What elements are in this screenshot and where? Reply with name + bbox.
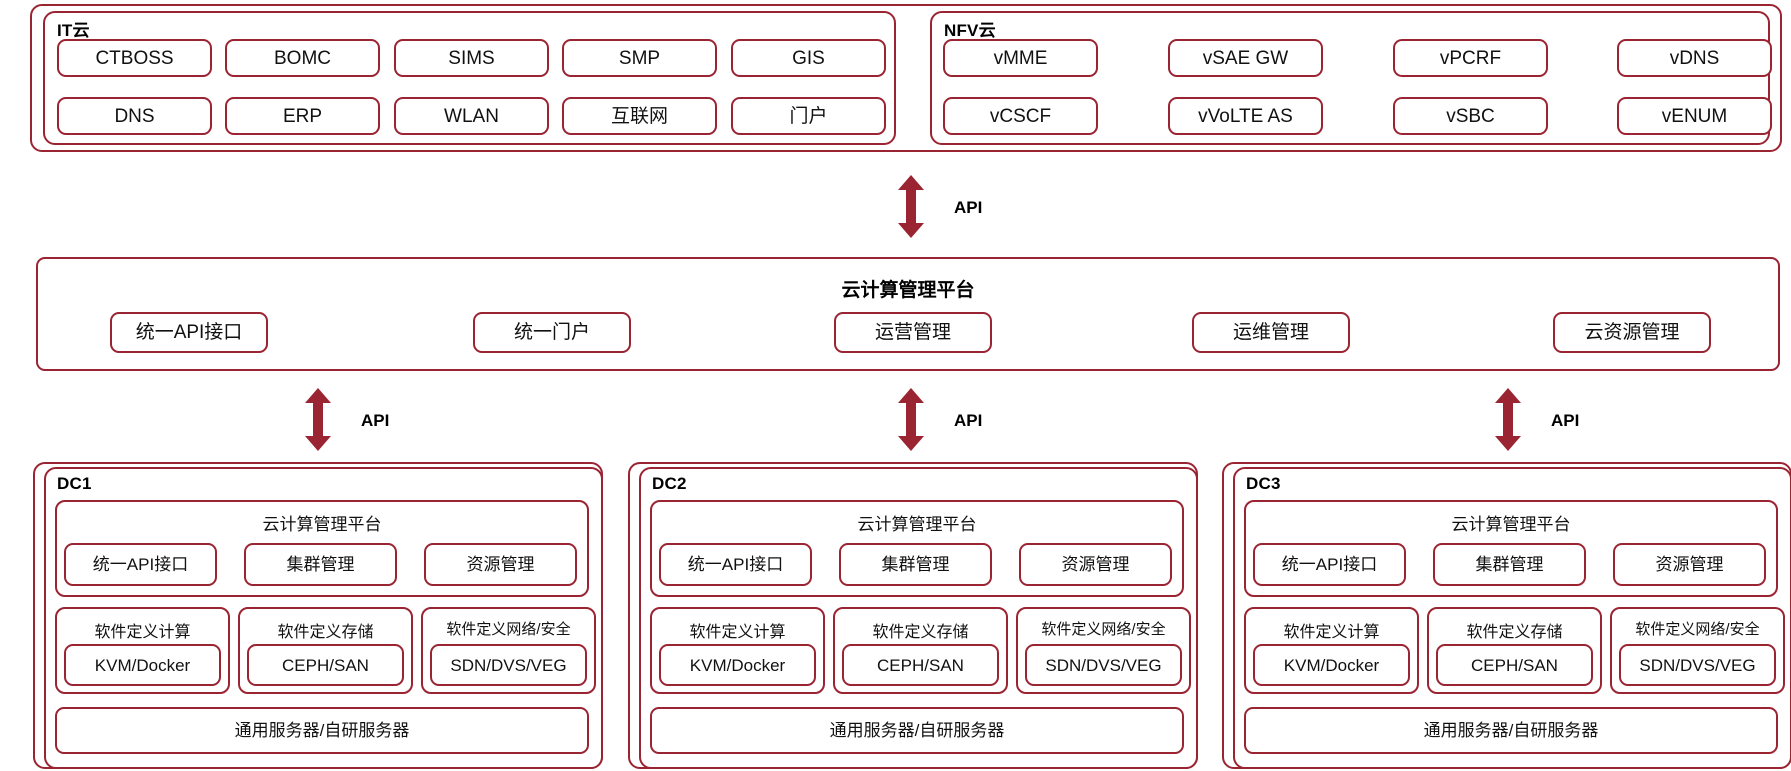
api-label-top: API [954,198,983,217]
dc2-sd-network-title: 软件定义网络/安全 [1041,621,1166,638]
dc1-sd-storage-tech[interactable]: CEPH/SAN [247,644,404,686]
dc1-sd-compute-title: 软件定义计算 [94,624,191,641]
it-cloud-app-bomc[interactable]: BOMC [225,39,380,77]
dc3-sd-storage-tech[interactable]: CEPH/SAN [1436,644,1593,686]
dc1-hardware-layer[interactable]: 通用服务器/自研服务器 [55,707,589,754]
dc3-platform-module-resource[interactable]: 资源管理 [1613,543,1766,586]
dc3-sd-network-tech[interactable]: SDN/DVS/VEG [1619,644,1776,686]
it-cloud-app-gis[interactable]: GIS [731,39,886,77]
arrow-shaft [906,188,916,225]
dc1-sd-compute-tech[interactable]: KVM/Docker [64,644,221,686]
arrow-head-down-icon [305,436,331,451]
dc1-platform-module-resource[interactable]: 资源管理 [424,543,577,586]
platform-module-maintenance[interactable]: 运维管理 [1192,312,1350,353]
dc1-platform-title: 云计算管理平台 [262,515,382,534]
arrow-shaft [1503,401,1513,438]
it-cloud-app-portal[interactable]: 门户 [731,97,886,135]
dc3-platform-title: 云计算管理平台 [1451,515,1571,534]
arrow-head-down-icon [1495,436,1521,451]
arrow-head-down-icon [898,223,924,238]
nfv-cloud-vnf-vvolte-as[interactable]: vVoLTE AS [1168,97,1323,135]
nfv-cloud-vnf-venum[interactable]: vENUM [1617,97,1772,135]
platform-module-operation[interactable]: 运营管理 [834,312,992,353]
nfv-cloud-vnf-vmme[interactable]: vMME [943,39,1098,77]
nfv-cloud-vnf-vsbc[interactable]: vSBC [1393,97,1548,135]
dc3-platform-module-unified-api[interactable]: 统一API接口 [1253,543,1406,586]
it-cloud-app-sims[interactable]: SIMS [394,39,549,77]
platform-title: 云计算管理平台 [841,280,975,301]
dc3-hardware-layer[interactable]: 通用服务器/自研服务器 [1244,707,1778,754]
dc2-platform-module-resource[interactable]: 资源管理 [1019,543,1172,586]
arrow-head-down-icon [898,436,924,451]
api-label-dc1: API [361,411,390,430]
dc1-platform-module-unified-api[interactable]: 统一API接口 [64,543,217,586]
dc1-sd-network-tech[interactable]: SDN/DVS/VEG [430,644,587,686]
nfv-cloud-vnf-vcscf[interactable]: vCSCF [943,97,1098,135]
arrow-head-up-icon [898,175,924,190]
nfv-cloud-vnf-vpcrf[interactable]: vPCRF [1393,39,1548,77]
dc3-sd-network-title: 软件定义网络/安全 [1635,621,1760,638]
arrow-head-up-icon [305,388,331,403]
platform-module-cloud-resource[interactable]: 云资源管理 [1553,312,1711,353]
arrow-shaft [313,401,323,438]
nfv-cloud-vnf-vdns[interactable]: vDNS [1617,39,1772,77]
it-cloud-title: IT云 [57,21,90,40]
it-cloud-app-dns[interactable]: DNS [57,97,212,135]
it-cloud-app-smp[interactable]: SMP [562,39,717,77]
dc2-hardware-layer[interactable]: 通用服务器/自研服务器 [650,707,1184,754]
dc2-title: DC2 [652,474,687,493]
api-label-dc2: API [954,411,983,430]
dc1-platform-module-cluster[interactable]: 集群管理 [244,543,397,586]
dc2-platform-module-unified-api[interactable]: 统一API接口 [659,543,812,586]
it-cloud-app-internet[interactable]: 互联网 [562,97,717,135]
dc3-platform-module-cluster[interactable]: 集群管理 [1433,543,1586,586]
arrow-head-up-icon [898,388,924,403]
api-arrow-dc3 [1495,388,1521,451]
nfv-cloud-title: NFV云 [944,21,996,40]
platform-module-unified-api[interactable]: 统一API接口 [110,312,268,353]
dc1-sd-network-title: 软件定义网络/安全 [446,621,571,638]
dc2-sd-compute-title: 软件定义计算 [689,624,786,641]
dc2-platform-module-cluster[interactable]: 集群管理 [839,543,992,586]
dc2-platform-title: 云计算管理平台 [857,515,977,534]
nfv-cloud-vnf-vsae-gw[interactable]: vSAE GW [1168,39,1323,77]
it-cloud-app-wlan[interactable]: WLAN [394,97,549,135]
dc1-sd-storage-title: 软件定义存储 [277,624,374,641]
api-arrow-top [898,175,924,238]
dc3-sd-storage-title: 软件定义存储 [1466,624,1563,641]
dc2-sd-storage-title: 软件定义存储 [872,624,969,641]
arrow-head-up-icon [1495,388,1521,403]
platform-module-unified-portal[interactable]: 统一门户 [473,312,631,353]
it-cloud-app-erp[interactable]: ERP [225,97,380,135]
api-arrow-dc2 [898,388,924,451]
dc2-sd-storage-tech[interactable]: CEPH/SAN [842,644,999,686]
dc3-sd-compute-tech[interactable]: KVM/Docker [1253,644,1410,686]
api-arrow-dc1 [305,388,331,451]
arrow-shaft [906,401,916,438]
dc3-sd-compute-title: 软件定义计算 [1283,624,1380,641]
it-cloud-app-ctboss[interactable]: CTBOSS [57,39,212,77]
dc2-sd-network-tech[interactable]: SDN/DVS/VEG [1025,644,1182,686]
api-label-dc3: API [1551,411,1580,430]
dc3-title: DC3 [1246,474,1281,493]
dc2-sd-compute-tech[interactable]: KVM/Docker [659,644,816,686]
dc1-title: DC1 [57,474,92,493]
